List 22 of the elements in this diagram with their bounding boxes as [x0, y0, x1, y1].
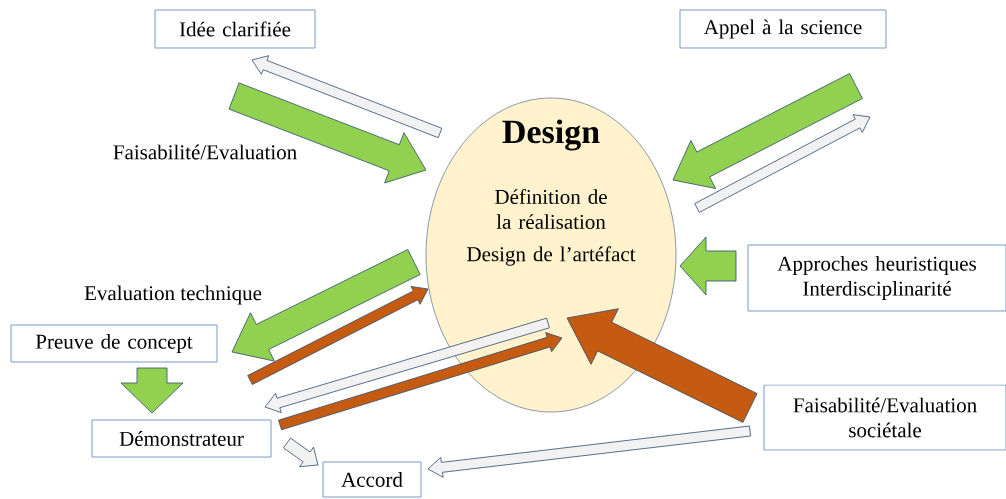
edge-label: Evaluation technique — [84, 285, 262, 305]
text-box: Approches heuristiques Interdisciplinarité — [747, 244, 1006, 312]
edge-label: Faisabilité/Evaluation — [113, 144, 297, 160]
block-arrow — [228, 82, 427, 184]
block-arrow — [694, 114, 871, 213]
text-box: Appel à la science — [679, 9, 887, 49]
block-arrow — [120, 367, 184, 414]
text-box: Idée clarifiée — [154, 9, 316, 49]
text-box: Démonstrateur — [91, 419, 272, 458]
block-arrow — [247, 286, 429, 385]
block-arrow — [566, 308, 758, 423]
block-arrow — [231, 249, 421, 362]
block-arrow — [679, 236, 737, 296]
block-arrow — [283, 437, 319, 468]
text-box: Preuve de concept — [10, 324, 218, 363]
text-box: Faisabilité/Evaluation sociétale — [763, 384, 1006, 451]
block-arrow — [278, 332, 563, 431]
block-arrow — [251, 55, 443, 139]
block-arrow — [672, 73, 863, 189]
text-box: Accord — [322, 461, 422, 498]
block-arrow — [427, 425, 751, 478]
block-arrow — [264, 317, 550, 413]
